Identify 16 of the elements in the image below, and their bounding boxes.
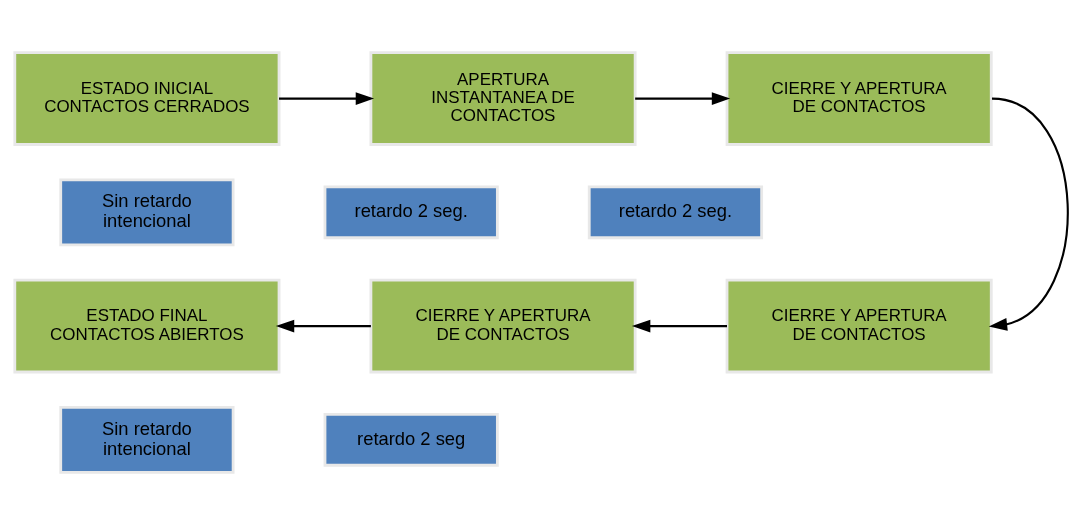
node-box: ESTADO FINAL CONTACTOS ABIERTOS — [13, 278, 281, 374]
node-box: CIERRE Y APERTURA DE CONTACTOS — [725, 51, 993, 146]
node-box: APERTURA INSTANTANEA DE CONTACTOS — [369, 51, 637, 146]
arrow — [631, 319, 727, 333]
node-box: ESTADO INICIAL CONTACTOS CERRADOS — [13, 51, 281, 146]
node-box: CIERRE Y APERTURA DE CONTACTOS — [369, 278, 637, 374]
node-box: retardo 2 seg. — [587, 185, 764, 240]
arrow — [635, 92, 731, 105]
node-box: Sin retardo intencional — [59, 178, 235, 247]
node-box: Sin retardo intencional — [59, 405, 235, 474]
node-box: retardo 2 seg — [323, 413, 499, 467]
arrow — [275, 319, 371, 333]
arrow — [279, 92, 375, 105]
node-box: CIERRE Y APERTURA DE CONTACTOS — [725, 278, 993, 374]
node-box: retardo 2 seg. — [323, 185, 499, 240]
arrow — [988, 97, 1069, 331]
